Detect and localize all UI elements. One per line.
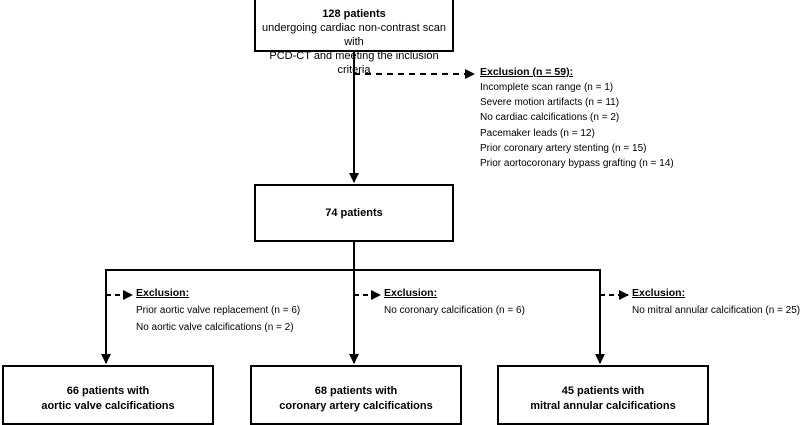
main-exclusion-item: Pacemaker leads (n = 12) — [480, 127, 595, 139]
aortic-result-line1: 66 patients with — [66, 385, 150, 397]
remaining-cohort-title: 74 patients — [325, 207, 383, 219]
aortic-exclusion-heading: Exclusion: — [136, 287, 190, 299]
main-exclusion-item: Prior coronary artery stenting (n = 15) — [480, 142, 647, 154]
aortic-exclusion-list: Exclusion: Prior aortic valve replacemen… — [136, 286, 300, 335]
aortic-result-line2: aortic valve calcifications — [41, 400, 175, 412]
coronary-exclusion-list: Exclusion: No coronary calcification (n … — [384, 286, 525, 318]
mitral-result-box: 45 patients with mitral annular calcific… — [497, 365, 709, 425]
aortic-result-box: 66 patients with aortic valve calcificat… — [2, 365, 214, 425]
coronary-result-line2: coronary artery calcifications — [279, 400, 433, 412]
remaining-cohort-box: 74 patients — [254, 184, 454, 242]
coronary-exclusion-heading: Exclusion: — [384, 287, 438, 299]
mitral-result-line2: mitral annular calcifications — [530, 400, 676, 412]
coronary-exclusion-item: No coronary calcification (n = 6) — [384, 305, 525, 316]
coronary-result-line1: 68 patients with — [314, 385, 398, 397]
main-exclusion-item: No cardiac calcifications (n = 2) — [480, 112, 620, 124]
initial-cohort-line2: PCD-CT and meeting the inclusion criteri… — [269, 50, 439, 76]
main-exclusion-item: Incomplete scan range (n = 1) — [480, 82, 614, 93]
main-exclusion-item: Prior aortocoronary bypass grafting (n =… — [480, 158, 674, 170]
main-exclusion-list: Exclusion (n = 59): Incomplete scan rang… — [480, 65, 674, 171]
coronary-result-box: 68 patients with coronary artery calcifi… — [250, 365, 462, 425]
initial-cohort-title: 128 patients — [322, 8, 386, 20]
mitral-result-line1: 45 patients with — [561, 385, 645, 397]
aortic-exclusion-item: Prior aortic valve replacement (n = 6) — [136, 305, 301, 316]
main-exclusion-heading: Exclusion (n = 59): — [480, 66, 574, 78]
aortic-exclusion-item: No aortic valve calcifications (n = 2) — [136, 322, 294, 333]
mitral-exclusion-list: Exclusion: No mitral annular calcificati… — [632, 286, 800, 318]
main-exclusion-item: Severe motion artifacts (n = 11) — [480, 97, 620, 109]
initial-cohort-box: 128 patients undergoing cardiac non-cont… — [254, 0, 454, 76]
mitral-exclusion-item: No mitral annular calcification (n = 25) — [632, 305, 800, 316]
mitral-exclusion-heading: Exclusion: — [632, 287, 686, 299]
initial-cohort-line1: undergoing cardiac non-contrast scan wit… — [261, 22, 447, 48]
